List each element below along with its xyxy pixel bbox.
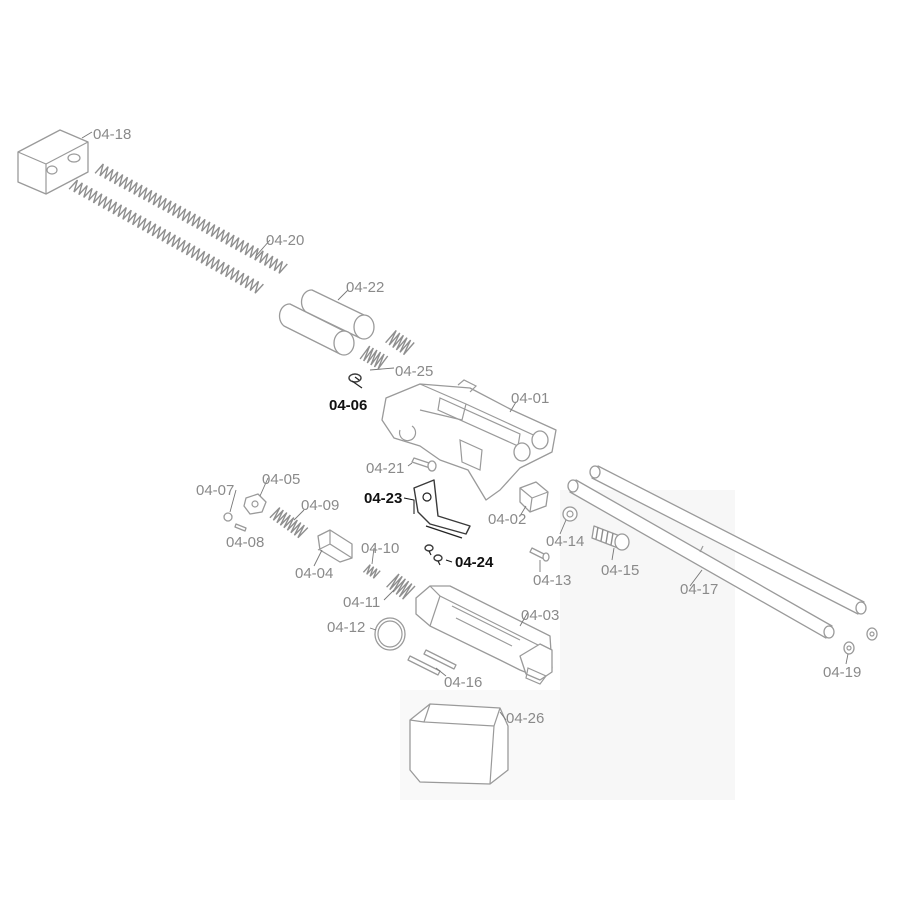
label-04-04: 04-04 — [295, 565, 333, 582]
part-04-10 — [362, 564, 381, 579]
label-04-19: 04-19 — [823, 664, 861, 681]
label-04-13: 04-13 — [533, 572, 571, 589]
label-04-08: 04-08 — [226, 534, 264, 551]
label-04-21: 04-21 — [366, 460, 404, 477]
label-04-26: 04-26 — [506, 710, 544, 727]
part-04-25 — [359, 330, 415, 370]
part-04-23 — [413, 479, 471, 539]
part-04-20 — [68, 163, 288, 294]
label-04-22: 04-22 — [346, 279, 384, 296]
label-04-05: 04-05 — [262, 471, 300, 488]
part-04-09 — [269, 507, 309, 539]
label-04-09: 04-09 — [301, 497, 339, 514]
label-04-20: 04-20 — [266, 232, 304, 249]
leader-lines — [81, 131, 849, 721]
part-04-06 — [348, 373, 363, 389]
part-04-12 — [374, 617, 406, 651]
part-04-13 — [529, 547, 550, 562]
part-04-01 — [381, 379, 557, 501]
label-04-06: 04-06 — [329, 397, 367, 414]
label-04-25: 04-25 — [395, 363, 433, 380]
label-04-10: 04-10 — [361, 540, 399, 557]
label-04-17: 04-17 — [680, 581, 718, 598]
part-04-22 — [278, 289, 375, 356]
label-04-12: 04-12 — [327, 619, 365, 636]
label-04-18: 04-18 — [93, 126, 131, 143]
label-04-24: 04-24 — [455, 554, 494, 571]
callout-labels: 04-18 04-20 04-22 04-25 04-06 04-01 04-2… — [93, 126, 861, 727]
part-04-15 — [591, 525, 630, 551]
label-04-11: 04-11 — [343, 594, 380, 611]
part-04-26 — [409, 703, 509, 785]
part-04-24 — [424, 544, 443, 566]
part-04-03 — [415, 585, 553, 685]
part-04-02 — [519, 481, 549, 513]
label-04-07: 04-07 — [196, 482, 234, 499]
part-04-05 — [243, 493, 267, 515]
part-04-19 — [843, 627, 878, 655]
part-04-18 — [17, 129, 89, 195]
label-04-16: 04-16 — [444, 674, 482, 691]
label-04-23: 04-23 — [364, 490, 402, 507]
part-04-21 — [411, 457, 437, 472]
label-04-02: 04-02 — [488, 511, 526, 528]
part-04-08 — [234, 523, 247, 532]
part-04-17 — [567, 465, 867, 639]
label-04-03: 04-03 — [521, 607, 559, 624]
label-04-15: 04-15 — [601, 562, 639, 579]
part-04-04 — [317, 529, 353, 563]
label-04-14: 04-14 — [546, 533, 584, 550]
part-04-14 — [562, 506, 578, 522]
part-04-16 — [407, 649, 457, 676]
part-04-07 — [223, 512, 233, 522]
label-04-01: 04-01 — [511, 390, 549, 407]
part-04-11 — [386, 573, 416, 600]
